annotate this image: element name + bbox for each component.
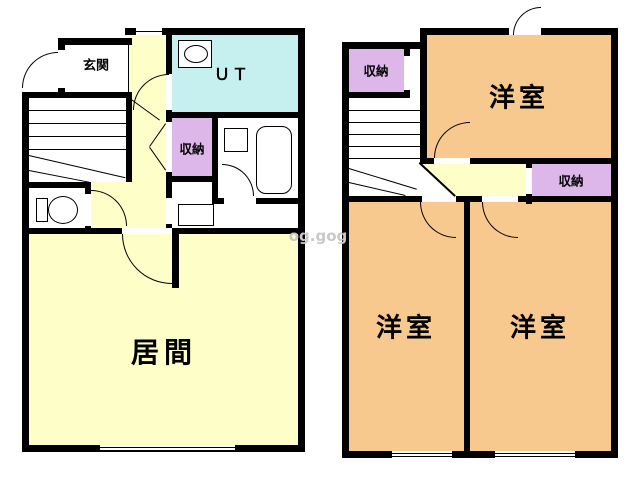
window xyxy=(392,455,452,458)
wall xyxy=(342,42,349,458)
door-gap xyxy=(422,196,456,202)
room-bedroom-right xyxy=(470,202,611,451)
bedroom-top-label: 洋室 xyxy=(488,83,550,114)
wall xyxy=(342,451,618,458)
stair-tread xyxy=(349,158,420,160)
wall xyxy=(125,28,305,35)
shower-icon xyxy=(224,128,248,152)
window xyxy=(100,450,235,452)
stair-tread xyxy=(29,110,126,112)
stair-tread xyxy=(349,122,420,124)
living-label: 居間 xyxy=(130,336,198,369)
stair-tread xyxy=(29,136,126,138)
bedroom-left-label: 洋室 xyxy=(375,313,437,344)
stair-tread xyxy=(29,123,126,125)
closet-upper-label: 収納 xyxy=(363,63,389,79)
window xyxy=(495,452,575,454)
closet-label: 収納 xyxy=(179,141,205,157)
wall xyxy=(464,196,470,451)
stair-tread xyxy=(348,168,417,191)
room-bedroom-left xyxy=(349,202,464,451)
window xyxy=(495,455,575,458)
bedroom-right-label: 洋室 xyxy=(509,313,571,344)
door-gap xyxy=(434,158,470,164)
hallway xyxy=(128,35,172,228)
wall xyxy=(342,92,410,98)
wall xyxy=(611,28,618,458)
watermark: og.gog xyxy=(288,227,348,245)
door-gap xyxy=(166,122,172,172)
door-gap xyxy=(224,198,256,204)
wall xyxy=(342,196,618,202)
window xyxy=(100,445,235,452)
door-gap xyxy=(58,50,65,88)
wall xyxy=(22,92,132,98)
stair-tread xyxy=(349,134,420,136)
balcony-door-arc xyxy=(513,7,541,35)
wall xyxy=(420,158,611,164)
stair-tread xyxy=(349,146,420,148)
window xyxy=(392,451,452,458)
stair-tread xyxy=(29,149,126,151)
wall xyxy=(166,112,298,118)
room-closet xyxy=(172,118,212,176)
utility-label: ＵＴ xyxy=(213,65,251,84)
toilet-tank-icon xyxy=(36,198,48,222)
room-closet-lower xyxy=(532,164,611,196)
closet-lower-label: 収納 xyxy=(558,173,584,189)
step-line xyxy=(128,45,130,92)
door-gap xyxy=(85,194,91,226)
window xyxy=(495,451,575,458)
wall xyxy=(126,98,132,182)
bathtub-icon xyxy=(256,126,292,194)
wall xyxy=(212,112,218,204)
door-gap xyxy=(482,196,518,202)
wall xyxy=(298,28,305,452)
door-gap xyxy=(526,168,532,194)
stair-tread xyxy=(349,110,420,112)
door-leaf xyxy=(172,228,179,288)
window xyxy=(100,446,235,448)
door-gap xyxy=(404,56,410,90)
sink-bowl-icon xyxy=(184,45,208,63)
door-gap xyxy=(166,198,172,224)
door-gap xyxy=(122,228,172,234)
wall xyxy=(22,182,90,188)
room-closet-upper xyxy=(349,49,404,92)
washbasin-icon xyxy=(178,204,214,226)
wall xyxy=(22,92,29,452)
wall xyxy=(166,176,218,182)
entrance-label: 玄関 xyxy=(82,58,110,74)
wall xyxy=(342,42,427,49)
window xyxy=(136,31,162,33)
toilet-bowl-icon xyxy=(48,196,78,224)
wall xyxy=(58,38,132,45)
window xyxy=(392,452,452,454)
wall xyxy=(420,28,427,164)
door-gap xyxy=(166,74,172,110)
